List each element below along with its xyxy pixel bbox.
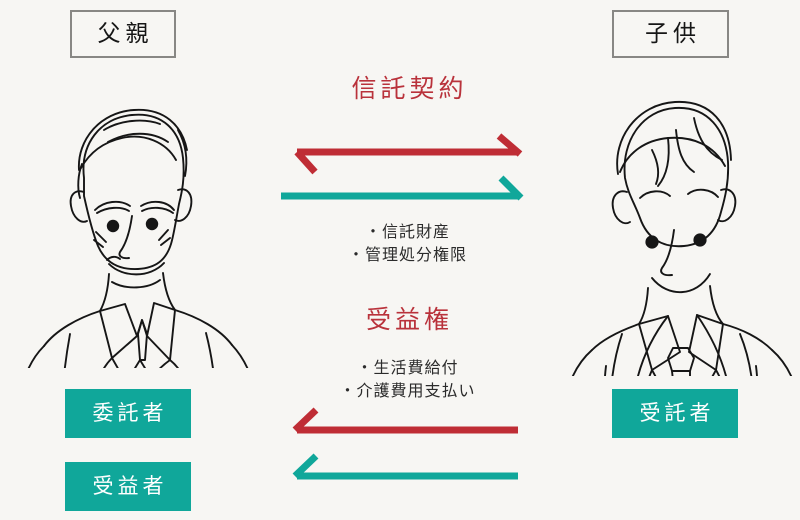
badge-beneficiary-label: 受益者 xyxy=(92,474,168,498)
bullet-item: ・信託財産 xyxy=(364,222,450,241)
arrow-benefit-right-red xyxy=(292,407,518,434)
role-box-child-label: 子供 xyxy=(645,20,701,47)
arrow-group-benefit-right xyxy=(292,407,518,480)
arrow-trust-contract-red xyxy=(294,133,523,175)
bullet-item: ・生活費給付 xyxy=(356,358,459,377)
father-portrait-illustration xyxy=(27,109,249,368)
arrow-group-trust-contract xyxy=(281,133,524,201)
heading-benefit-right: 受益権 xyxy=(365,305,453,334)
role-box-father: 父親 xyxy=(70,10,176,58)
role-box-child: 子供 xyxy=(612,10,729,58)
bullet-item: ・介護費用支払い xyxy=(339,381,476,401)
arrow-trust-contract-teal xyxy=(281,175,524,201)
badge-beneficiary: 受益者 xyxy=(65,462,191,511)
role-box-father-label: 父親 xyxy=(97,20,154,47)
badge-settlor: 委託者 xyxy=(65,389,191,438)
heading-trust-contract: 信託契約 xyxy=(351,74,468,103)
arrow-benefit-right-teal xyxy=(292,453,518,480)
badge-trustee: 受託者 xyxy=(612,389,738,438)
bullet-item: ・管理処分権限 xyxy=(347,245,467,265)
badge-settlor-label: 委託者 xyxy=(92,401,168,425)
child-portrait-illustration xyxy=(571,101,793,376)
badge-trustee-label: 受託者 xyxy=(639,401,715,425)
bullet-list-trust-assets: ・信託財産 ・管理処分権限 xyxy=(275,220,540,266)
center-flow-column: 信託契約 ・信託財産 ・管理処分権限 受益権 ・生活費給付 ・介護費用支 xyxy=(275,0,540,520)
bullet-list-benefits: ・生活費給付 ・介護費用支払い xyxy=(275,356,540,402)
